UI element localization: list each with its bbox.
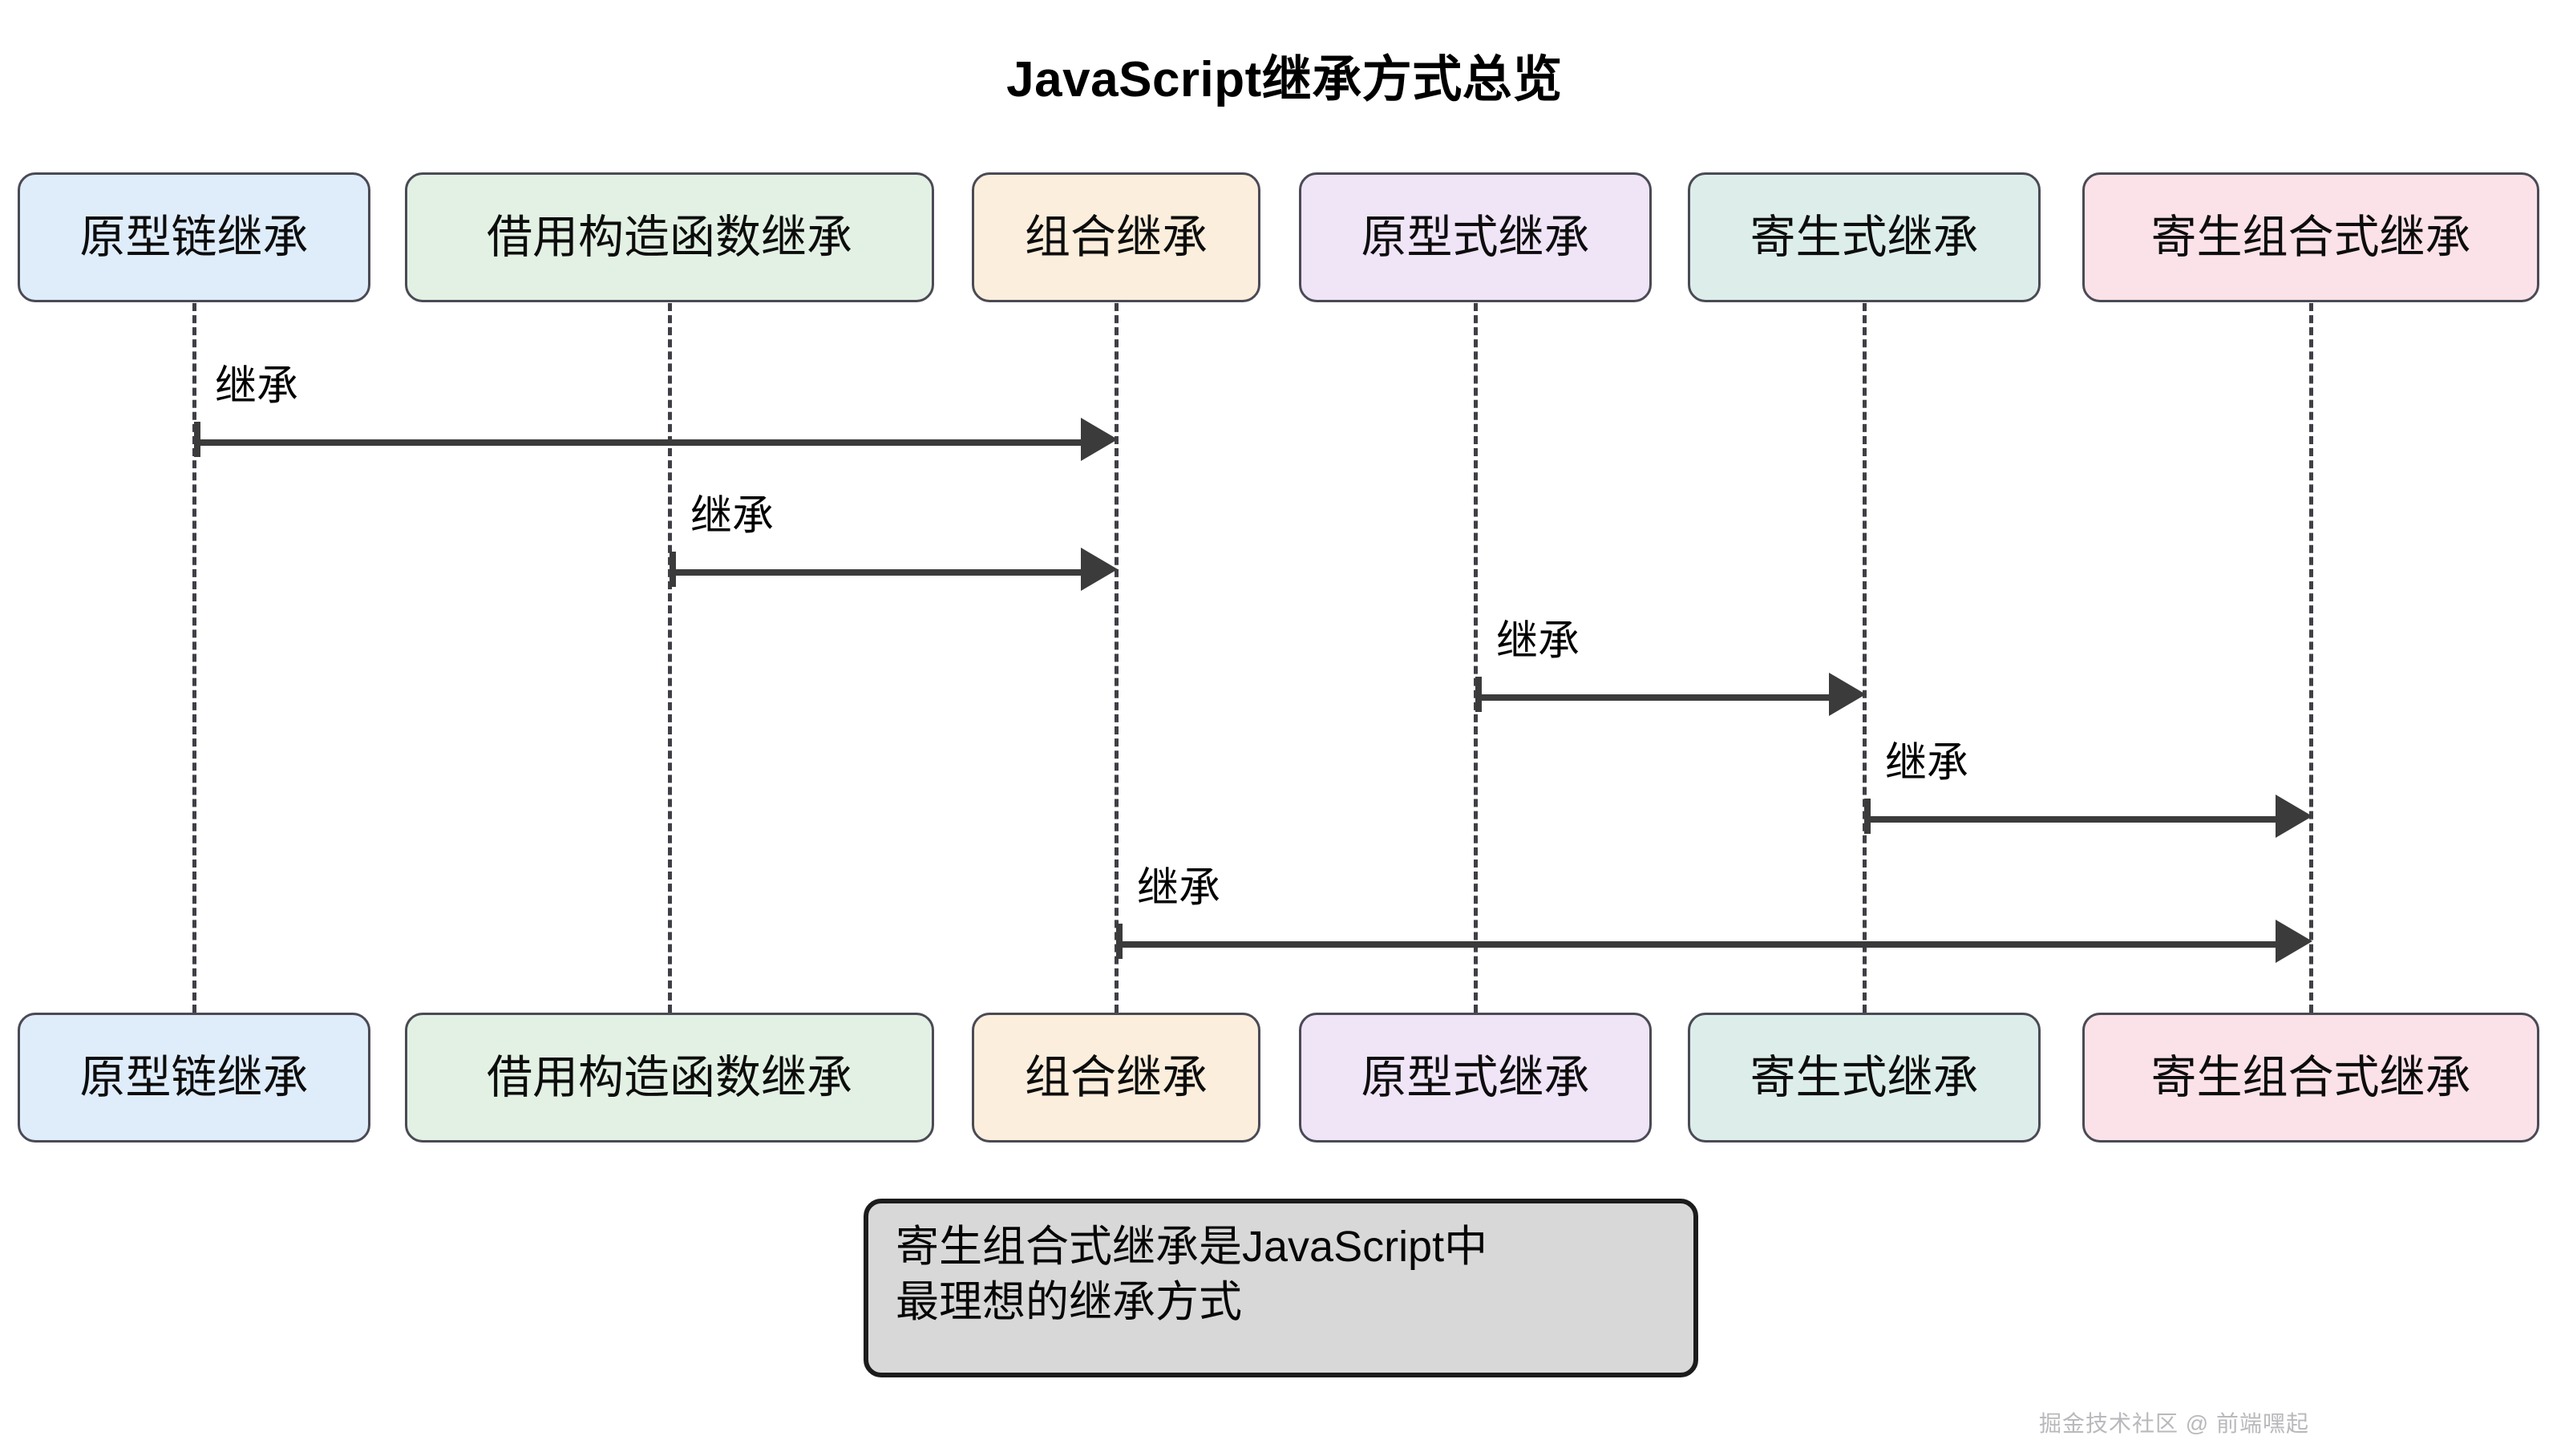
lifeline-prototype-chain [192,303,196,1013]
participant-prototypal[interactable]: 原型式继承 [1299,172,1652,302]
message-label: 继承 [215,363,299,410]
lifeline-combination [1115,303,1119,1013]
participant-label: 寄生组合式继承 [2150,1051,2471,1103]
participant-label: 组合继承 [1025,1051,1208,1103]
participant-combination[interactable]: 组合继承 [972,172,1260,302]
message-line [1475,694,1832,701]
arrow-head-icon [1829,673,1866,716]
participant-combination-bottom[interactable]: 组合继承 [972,1013,1260,1143]
message-label: 继承 [690,493,775,540]
arrow-head-icon [1081,548,1118,591]
participant-parasitic-combination[interactable]: 寄生组合式继承 [2082,172,2539,302]
participant-label: 原型式继承 [1361,211,1590,263]
participant-prototype-chain-bottom[interactable]: 原型链继承 [18,1013,370,1143]
participant-label: 借用构造函数继承 [487,211,852,263]
message-line [1864,816,2279,823]
arrow-head-icon [2276,795,2312,838]
message-label: 继承 [1885,740,1969,787]
watermark: 掘金技术社区 @ 前端嘿起 [2039,1411,2309,1436]
message-line [670,569,1084,576]
message-label: 继承 [1496,618,1580,665]
message-line [194,439,1084,446]
lifeline-parasitic-combination [2309,303,2313,1013]
page-title: JavaScript继承方式总览 [1006,52,1563,107]
arrow-head-icon [1081,418,1118,461]
participant-label: 组合继承 [1025,211,1208,263]
participant-parasitic[interactable]: 寄生式继承 [1688,172,2041,302]
note-line-2: 最理想的继承方式 [896,1278,1242,1327]
participant-parasitic-bottom[interactable]: 寄生式继承 [1688,1013,2041,1143]
participant-prototype-chain[interactable]: 原型链继承 [18,172,370,302]
participant-label: 原型式继承 [1361,1051,1590,1103]
participant-label: 寄生组合式继承 [2150,211,2471,263]
note-line-1: 寄生组合式继承是JavaScript中 [896,1223,1488,1271]
message-line [1116,941,2279,948]
arrow-head-icon [2276,920,2312,963]
participant-prototypal-bottom[interactable]: 原型式继承 [1299,1013,1652,1143]
participant-label: 寄生式继承 [1750,211,1979,263]
ideal-inheritance-note: 寄生组合式继承是JavaScript中最理想的继承方式 [864,1199,1698,1377]
lifeline-parasitic [1863,303,1867,1013]
participant-constructor-borrow-bottom[interactable]: 借用构造函数继承 [405,1013,934,1143]
participant-label: 原型链继承 [79,211,309,263]
participant-label: 原型链继承 [79,1051,309,1103]
lifeline-constructor-borrow [668,303,672,1013]
participant-label: 寄生式继承 [1750,1051,1979,1103]
participant-label: 借用构造函数继承 [487,1051,852,1103]
participant-constructor-borrow[interactable]: 借用构造函数继承 [405,172,934,302]
message-label: 继承 [1137,865,1221,912]
lifeline-prototypal [1474,303,1478,1013]
participant-parasitic-combination-bottom[interactable]: 寄生组合式继承 [2082,1013,2539,1143]
